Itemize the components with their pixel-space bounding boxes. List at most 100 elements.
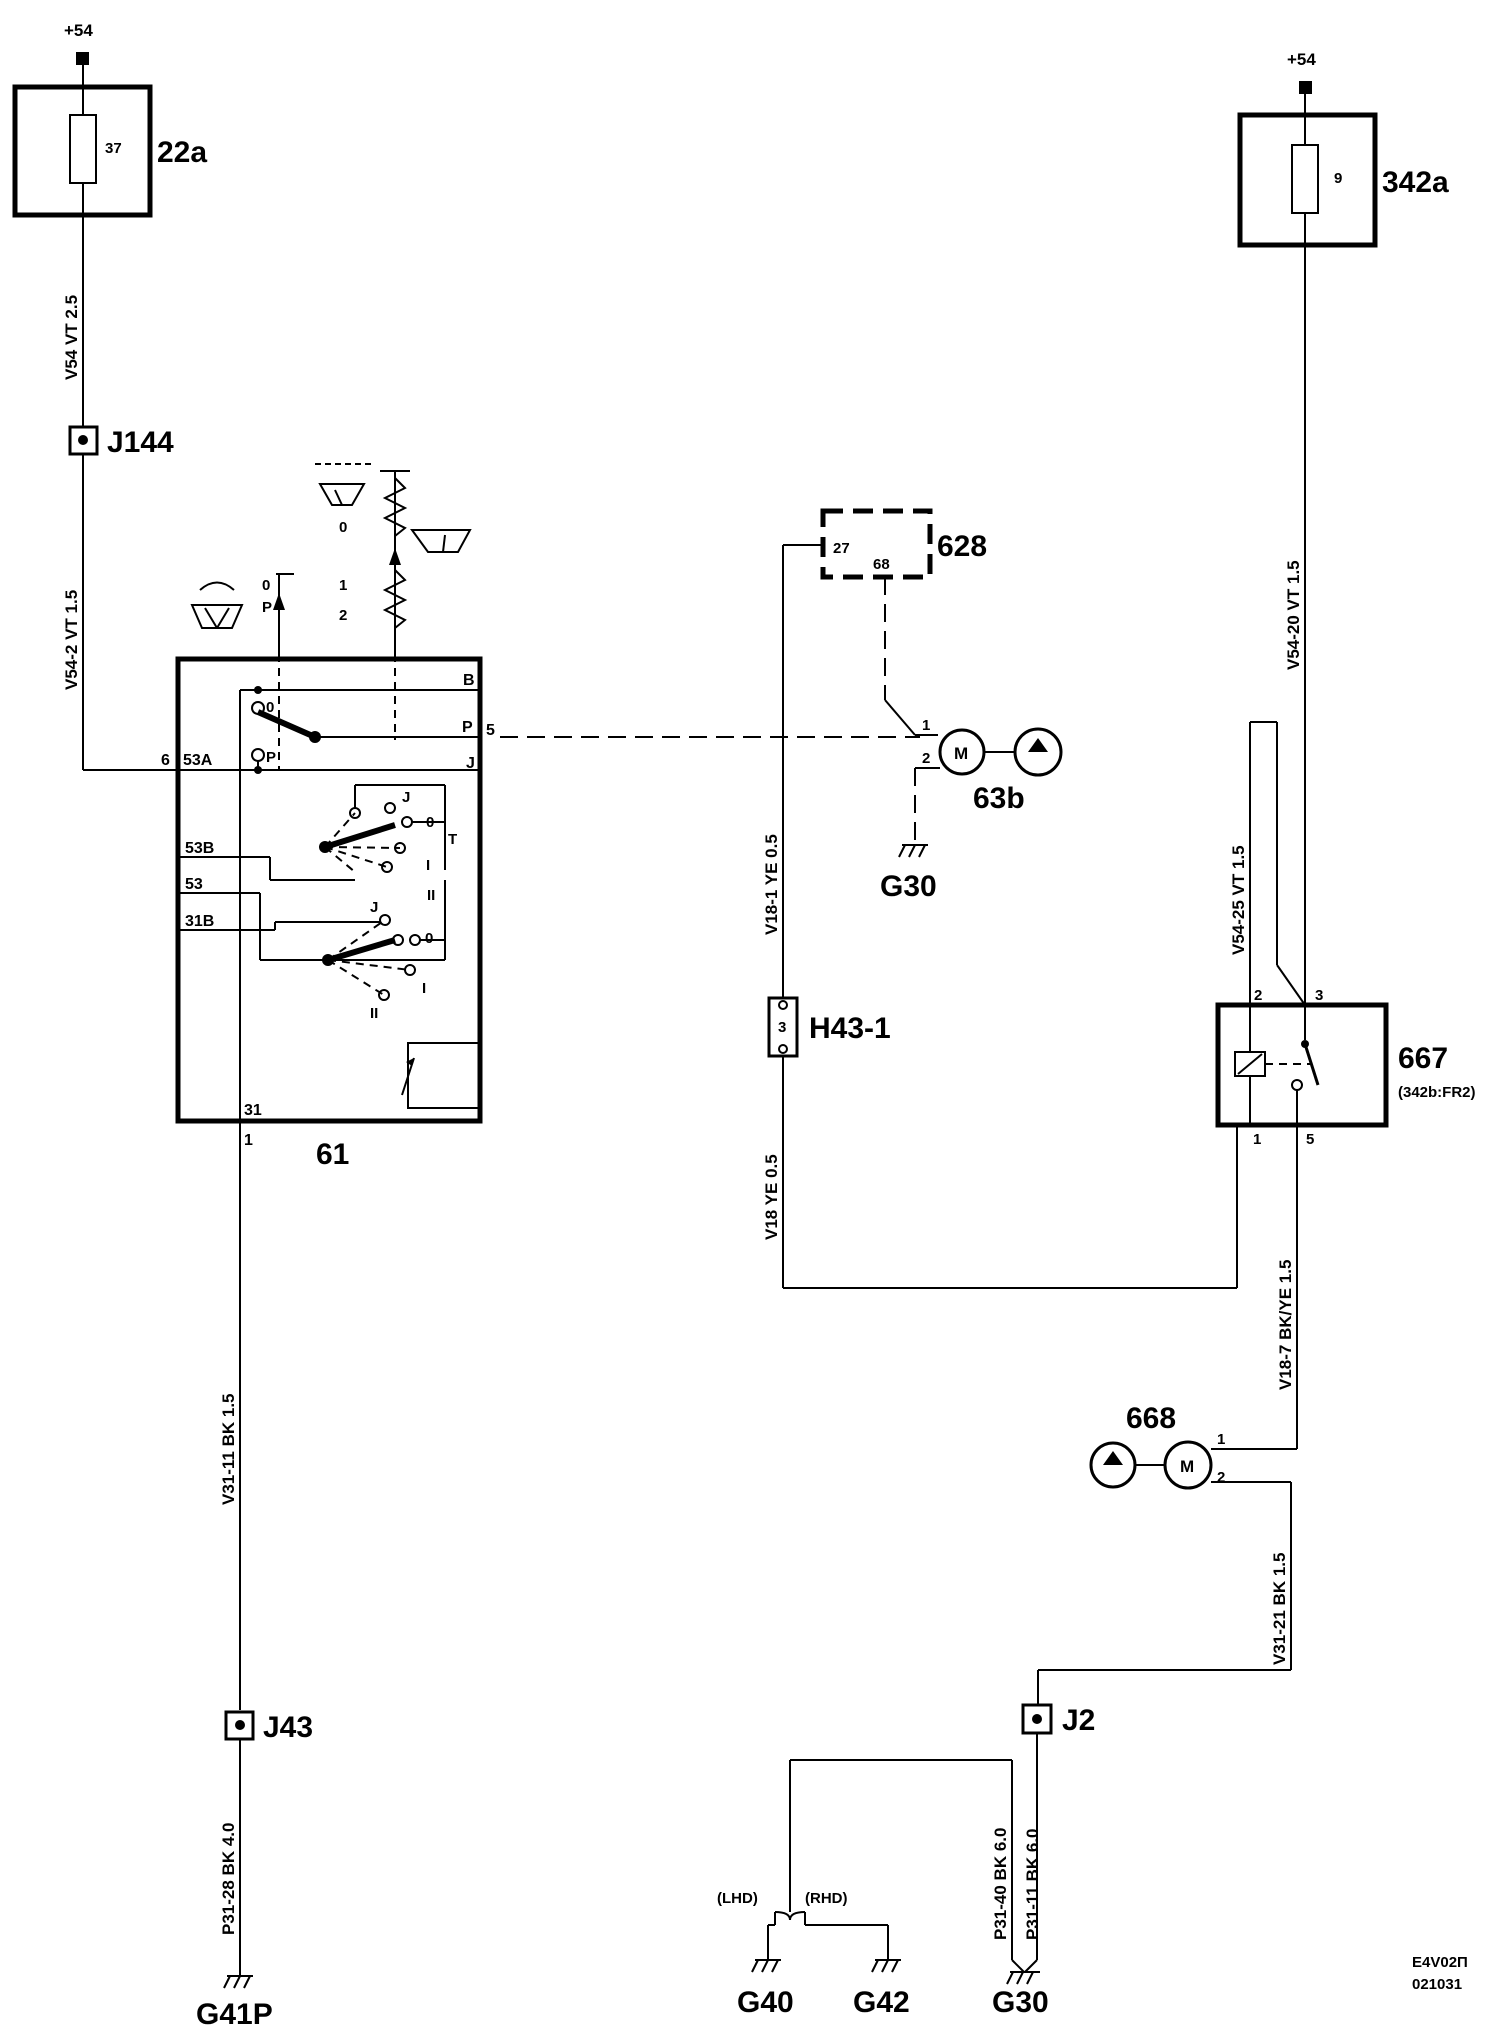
switch-pin-1: 1 (244, 1132, 253, 1149)
fuse-box-label-342a: 342a (1382, 166, 1449, 199)
wiper-int-0: 0 (339, 519, 347, 536)
connector-label-j2: J2 (1062, 1704, 1095, 1737)
wiper-park-icon (190, 581, 244, 629)
fuse-37 (69, 114, 97, 184)
ground-g41p: G41P (196, 1975, 273, 2030)
connector-label-j43: J43 (263, 1711, 313, 1744)
relay-pin-1: 1 (1253, 1131, 1261, 1148)
switch-pin-31b: 31B (185, 913, 214, 930)
pump-63b-pin-2: 2 (922, 750, 930, 767)
wire-label-v54-20: V54-20 VT 1.5 (1284, 560, 1303, 670)
switch-pin-53: 53 (185, 876, 203, 893)
fuse-box-label-22a: 22a (157, 136, 207, 169)
switch-pos-j: J (402, 789, 410, 806)
ground-variant-lhd: (LHD) (717, 1890, 758, 1907)
connector-j144: J144 (68, 425, 174, 459)
relay-ref-667: (342b:FR2) (1398, 1084, 1476, 1101)
module-pin-27: 27 (833, 540, 850, 557)
relay-pin-5: 5 (1306, 1131, 1314, 1148)
wire-label-v54-2: V54-2 VT 1.5 (62, 590, 81, 690)
switch-pos-i: I (426, 857, 430, 874)
switch-pin-b: B (463, 672, 475, 689)
wire-label-v18-1: V18-1 YE 0.5 (762, 834, 781, 935)
supply-terminal-left (76, 52, 89, 65)
ground-variant-rhd: (RHD) (805, 1890, 848, 1907)
pump-668: 668 M 1 2 (1089, 1402, 1225, 1490)
wire-label-v31-11: V31-11 BK 1.5 (219, 1393, 238, 1505)
switch-pin-p-5: 5 (486, 722, 495, 739)
switch-pin-6: 6 (161, 752, 170, 769)
ground-label-g41p: G41P (196, 1998, 273, 2030)
relay-label-667: 667 (1398, 1042, 1448, 1075)
fuse-box-342a (1237, 112, 1378, 248)
wiper-speed-2: 2 (339, 607, 347, 624)
module-pin-68: 68 (873, 556, 890, 573)
connector-h43-pin: 3 (778, 1019, 786, 1036)
pump-label-668: 668 (1126, 1402, 1176, 1435)
pump-63b: 1 2 M 63b (922, 717, 1063, 815)
module-628: 27 68 628 (820, 508, 987, 580)
supply-terminal-right (1299, 81, 1312, 94)
pump-668-pin-2: 2 (1217, 1469, 1225, 1486)
fuse-box-22a (12, 84, 153, 218)
wiper-interval-icon (410, 529, 472, 553)
switch-pin-j: J (466, 755, 475, 772)
switch-pos-p: P (266, 749, 276, 766)
wire-label-p31-40: P31-40 BK 6.0 (991, 1828, 1010, 1940)
interval-resistor (407, 1042, 481, 1109)
ground-g30-bottom: G30 (992, 1959, 1049, 2019)
pump-668-pin-1: 1 (1217, 1431, 1225, 1448)
fuse-342a-group: +54 9 342a (1237, 50, 1449, 1005)
wire-label-p31-11: P31-11 BK 6.0 (1023, 1828, 1042, 1940)
wire-label-p31-28: P31-28 BK 4.0 (219, 1823, 238, 1935)
drawing-code-line2: 021031 (1412, 1976, 1462, 1993)
ground-label-g30-bottom: G30 (992, 1986, 1049, 2019)
switch-pos-t: T (448, 831, 457, 848)
pump-label-63b: 63b (973, 782, 1025, 815)
switch-pos-0: 0 (266, 699, 274, 716)
relay-pin-2: 2 (1254, 987, 1262, 1004)
wire-label-v18: V18 YE 0.5 (762, 1154, 781, 1240)
connector-label-j144: J144 (107, 426, 174, 459)
switch-pin-p: P (462, 719, 473, 736)
wire-label-v54-25: V54-25 VT 1.5 (1229, 845, 1248, 955)
switch-pos-ib: I (422, 980, 426, 997)
ground-g30-top: G30 (880, 844, 937, 903)
module-label-628: 628 (937, 530, 987, 563)
wiper-speed-1: 1 (339, 577, 347, 594)
ground-label-g40: G40 (737, 1986, 794, 2019)
connector-j2: J2 (1021, 1703, 1095, 1737)
connector-h43-1: 3 H43-1 (767, 996, 891, 1058)
wire-label-v18-7: V18-7 BK/YE 1.5 (1276, 1260, 1295, 1390)
switch-pin-53b: 53B (185, 840, 214, 857)
ground-label-g42: G42 (853, 1986, 910, 2019)
supply-label-right: +54 (1287, 50, 1316, 69)
switch-label-61: 61 (316, 1138, 349, 1171)
relay-pin-3: 3 (1315, 987, 1323, 1004)
switch-pin-31: 31 (244, 1102, 262, 1119)
relay-667: 2 3 1 5 667 (342b:FR2) (1215, 987, 1476, 1148)
switch-pin-53a: 53A (183, 752, 213, 769)
fuse-number-37: 37 (105, 140, 122, 157)
wire-label-v54: V54 VT 2.5 (62, 295, 81, 380)
pump-63b-motor: M (954, 744, 968, 763)
fuse-number-9: 9 (1334, 170, 1342, 187)
switch-pos-iib: II (370, 1005, 378, 1022)
wiper-pos-0: 0 (262, 577, 270, 594)
fuse-22a-group: +54 37 22a (12, 21, 207, 445)
connector-label-h43-1: H43-1 (809, 1012, 891, 1045)
supply-label-left: +54 (64, 21, 93, 40)
pump-668-motor: M (1180, 1457, 1194, 1476)
switch-pos-ii: II (427, 887, 435, 904)
wiper-off-icon (315, 463, 372, 506)
ground-g42: G42 (853, 1959, 910, 2019)
ground-label-g30-top: G30 (880, 870, 937, 903)
wire-label-v31-21: V31-21 BK 1.5 (1270, 1553, 1289, 1665)
switch-pos-j2: J (370, 899, 378, 916)
drawing-code-line1: E4V02П (1412, 1954, 1468, 1971)
ground-g40: G40 (737, 1959, 794, 2019)
wiper-switch-61: 61 0 P 0 1 2 (161, 463, 495, 1171)
pump-63b-pin-1: 1 (922, 717, 930, 734)
wiper-pos-p: P (262, 599, 272, 616)
